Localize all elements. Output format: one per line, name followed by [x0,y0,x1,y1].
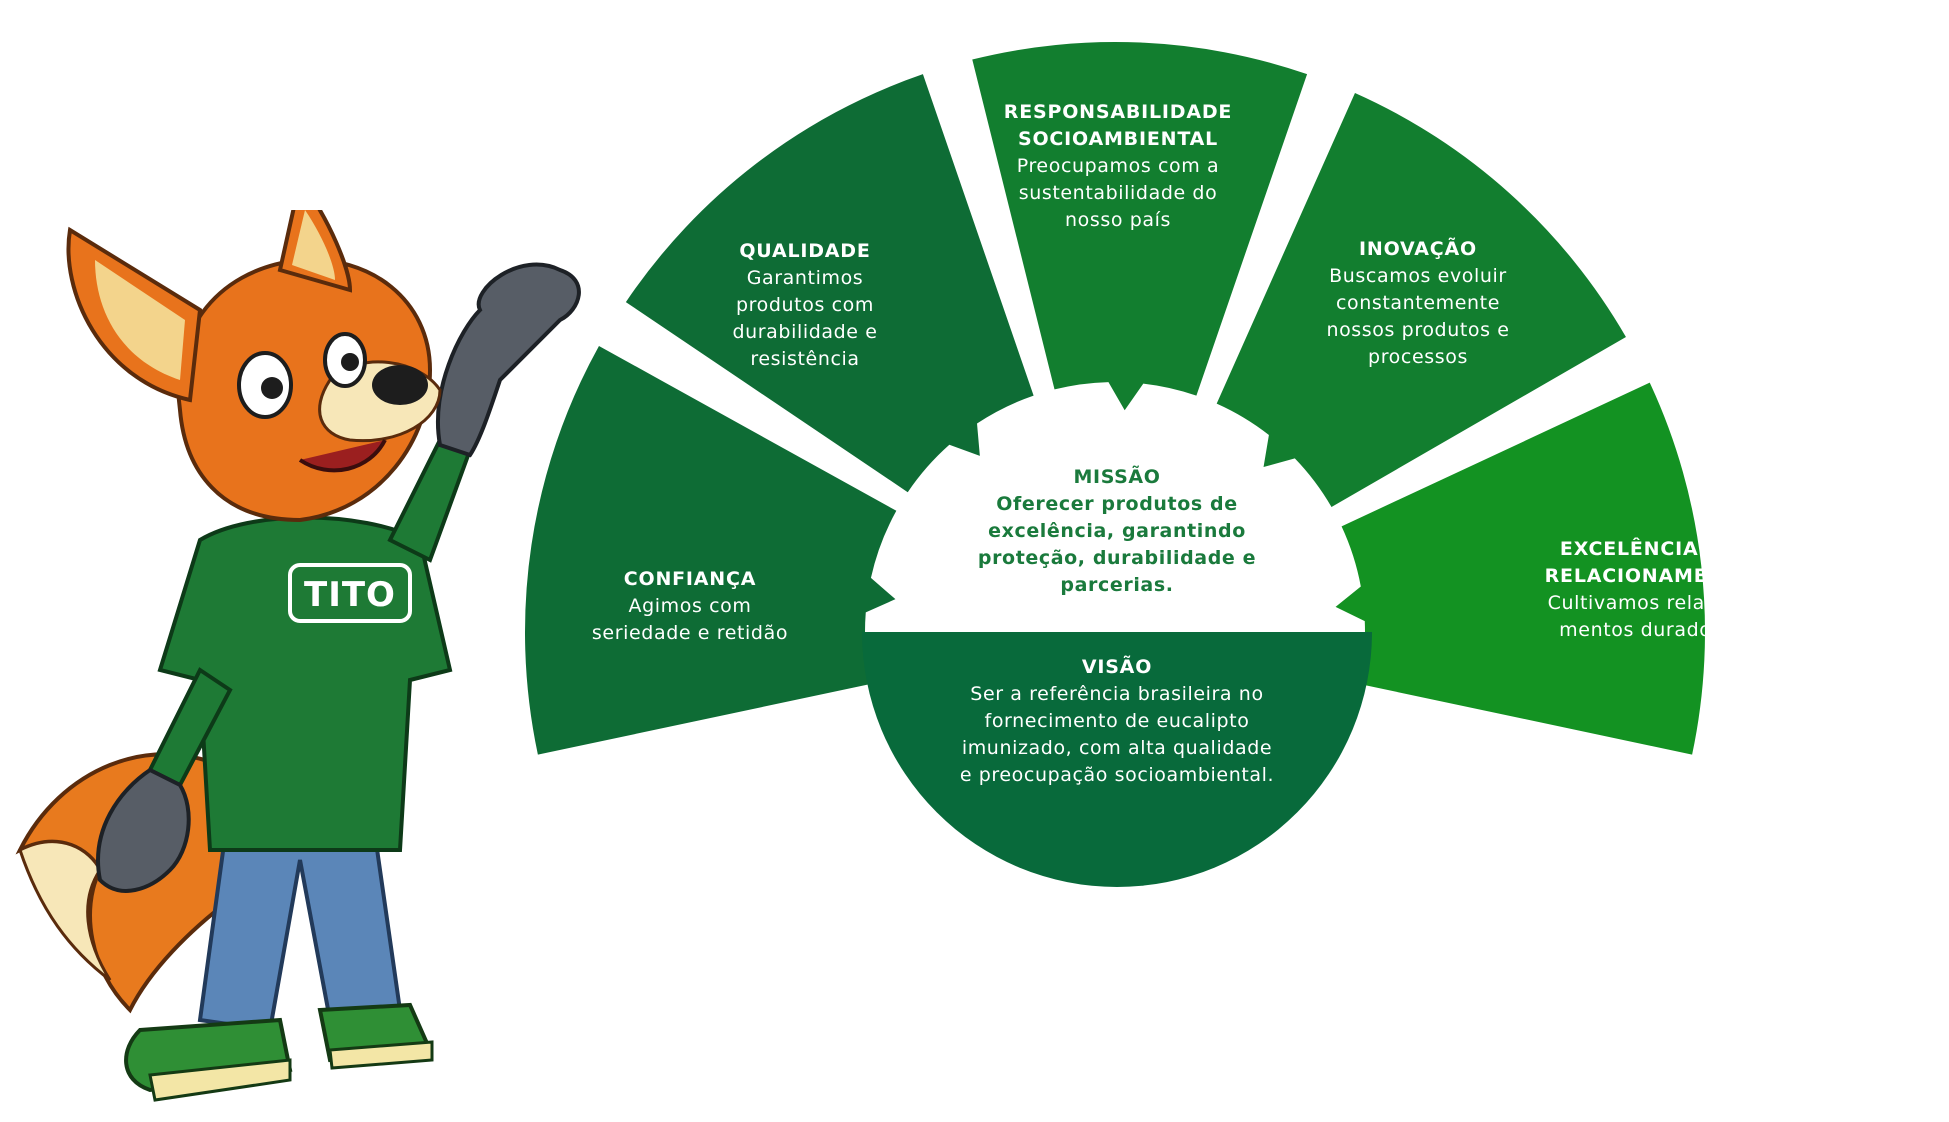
segment-confianca [525,345,897,755]
segment-text: imunizado, com alta qualidade [962,737,1272,759]
segment-text: sustentabilidade do [1019,182,1218,204]
shirt-label: TITO [304,575,396,615]
fox-mascot-icon: TITO [15,210,581,1102]
segment-text: constantemente [1336,292,1500,314]
segment-text: Cultivamos relaciona- [1548,592,1767,614]
segment-text: nosso país [1065,209,1171,231]
segment-title: SOCIOAMBIENTAL [1018,128,1218,150]
segment-text: e preocupação socioambiental. [960,764,1274,786]
segment-qualidade [625,74,1034,493]
segment-text: Agimos com [629,595,752,617]
segment-text: Ser a referência brasileira no [970,683,1263,705]
segment-title: EXCELÊNCIA NOS [1560,537,1754,560]
segment-title: CONFIANÇA [624,568,757,590]
segment-text: resistência [750,348,859,370]
segment-label-responsabilidade: RESPONSABILIDADE SOCIOAMBIENTAL Preocupamo… [1004,101,1232,231]
mission-text-line: Oferecer produtos de [996,493,1237,515]
segment-text: processos [1368,346,1468,368]
segment-text: mentos duradouros [1559,619,1755,641]
segment-responsabilidade [972,42,1308,411]
segment-text: Garantimos [747,267,864,289]
mission-text-line: proteção, durabilidade e [978,547,1256,569]
segment-title: QUALIDADE [739,240,870,262]
vision-section [862,632,1372,887]
segment-label-qualidade: QUALIDADE Garantimos produtos com durabilid… [732,240,877,370]
segment-text: fornecimento de eucalipto [985,710,1250,732]
segment-text: nossos produtos e [1326,319,1509,341]
segment-label-excelencia: EXCELÊNCIA NOS RELACIONAMENTOS Cultivamos … [1545,537,1770,641]
segment-text: durabilidade e [732,321,877,343]
vision-block: VISÃO Ser a referência brasileira no forne… [960,654,1274,786]
segment-title: INOVAÇÃO [1359,236,1477,260]
segment-title: RELACIONAMENTOS [1545,565,1770,587]
segment-text: Buscamos evoluir [1329,265,1507,287]
mission-title: MISSÃO [1074,464,1161,488]
segment-text: Preocupamos com a [1017,155,1220,177]
segment-text: seriedade e retidão [592,622,788,644]
mission-text-line: parcerias. [1060,574,1173,596]
segment-inovacao [1216,93,1626,507]
segment-title: RESPONSABILIDADE [1004,101,1232,123]
segment-label-inovacao: INOVAÇÃO Buscamos evoluir constantemente no… [1326,236,1509,368]
mission-text-line: excelência, garantindo [988,520,1246,542]
vision-title: VISÃO [1082,654,1152,678]
segment-text: produtos com [736,294,874,316]
segment-label-confianca: CONFIANÇA Agimos com seriedade e retidão [592,568,788,644]
mission-block: MISSÃO Oferecer produtos de excelência, ga… [978,464,1256,596]
segment-excelencia [1335,382,1705,755]
